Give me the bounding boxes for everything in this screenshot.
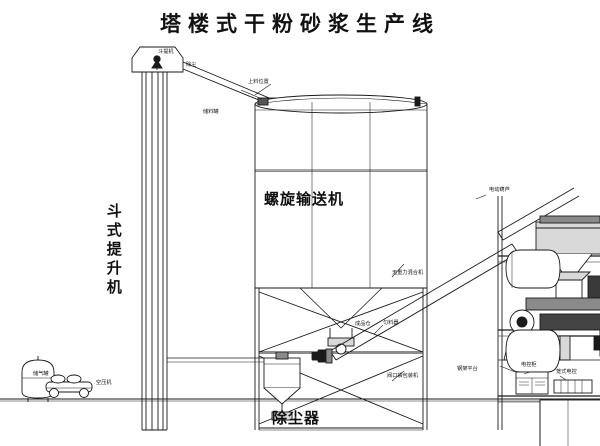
cage-control-unit (553, 379, 593, 394)
finished-product-bin (539, 399, 600, 446)
dust-duct (167, 357, 264, 363)
label-electric-hoist: 电动葫芦 (489, 187, 510, 193)
material-sack-stacks (505, 249, 561, 373)
callout-leader-lines (240, 83, 567, 382)
label-storage-tank: 储料罐 (203, 109, 219, 115)
dust-collector (263, 351, 301, 421)
label-gravity-free-mixer: 无重力混合机 (392, 270, 424, 276)
silo-support-frame (254, 287, 428, 431)
label-bucket-elevator-head: 斗提机 (158, 49, 174, 55)
page-title: 塔楼式干粉砂浆生产线 (160, 12, 440, 36)
label-finished-product-bin: 成品仓 (355, 321, 371, 327)
ground-line (0, 398, 600, 402)
label-valve-bag-packer: 阀口袋包装机 (387, 373, 419, 379)
label-bucket-elevator: 斗式提升机 (104, 203, 123, 298)
label-air-compressor: 空压机 (96, 380, 112, 386)
air-compressor (45, 374, 93, 398)
bucket-elevator-head (131, 46, 184, 73)
label-material-distributor: 匀料器 (383, 320, 399, 326)
label-screw-conveyor: 螺旋输送机 (264, 190, 345, 208)
air-receiver-tank (21, 356, 55, 402)
storage-silo (254, 94, 428, 289)
label-air-tank: 储气罐 (33, 371, 49, 377)
label-dust-collector: 除尘器 (272, 409, 321, 427)
label-feed-level: 上料位置 (248, 79, 269, 85)
label-dust-cover: 除尘 (186, 62, 197, 68)
label-cage-control: 笼式电控 (556, 369, 577, 375)
label-steel-platform: 钢架平台 (457, 366, 478, 372)
control-cabinet (515, 371, 549, 395)
label-control-cabinet: 电控柜 (521, 362, 537, 368)
inclined-screw-conveyor (311, 243, 519, 364)
bucket-elevator-shaft (141, 72, 168, 431)
